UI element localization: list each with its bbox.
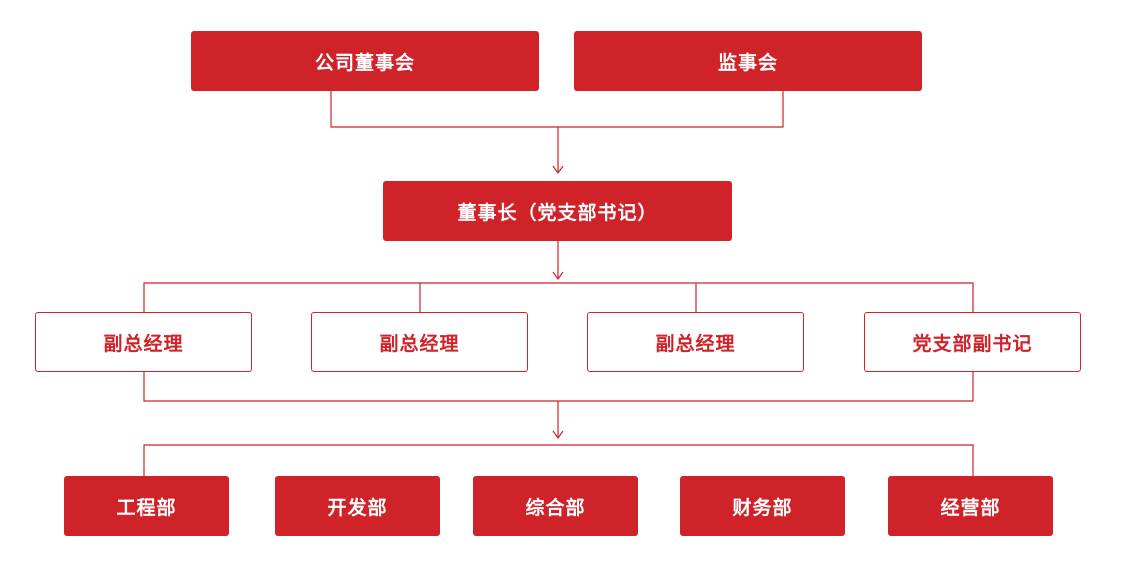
deputy-label-3: 副总经理: [655, 332, 736, 355]
department-box-2: 开发部: [275, 476, 440, 536]
board-of-directors-label: 公司董事会: [314, 51, 415, 74]
deputy-box-2: 副总经理: [311, 312, 528, 372]
department-label-4: 财务部: [732, 496, 793, 519]
connector-deputies-bottom: [143, 372, 974, 402]
department-box-4: 财务部: [680, 476, 845, 536]
deputy-label-2: 副总经理: [379, 332, 460, 355]
department-label-5: 经营部: [940, 496, 1001, 519]
connector-deputies-top: [143, 282, 974, 312]
department-box-3: 综合部: [473, 476, 638, 536]
chairman-box: 董事长（党支部书记）: [383, 181, 732, 241]
arrow-to-chairman: [552, 165, 564, 175]
connector-departments: [143, 444, 974, 476]
deputy-box-4: 党支部副书记: [864, 312, 1081, 372]
arrow-to-deputies: [552, 271, 564, 281]
department-label-2: 开发部: [327, 496, 388, 519]
department-label-3: 综合部: [525, 496, 586, 519]
deputy-label-1: 副总经理: [103, 332, 184, 355]
deputy-box-1: 副总经理: [35, 312, 252, 372]
connector-boards: [330, 91, 784, 128]
deputy-box-3: 副总经理: [587, 312, 804, 372]
supervisory-board-box: 监事会: [574, 31, 922, 91]
department-label-1: 工程部: [116, 496, 177, 519]
chairman-label: 董事长（党支部书记）: [457, 201, 658, 224]
arrow-to-departments: [552, 430, 564, 440]
department-box-5: 经营部: [888, 476, 1053, 536]
supervisory-board-label: 监事会: [717, 51, 778, 74]
board-of-directors-box: 公司董事会: [191, 31, 539, 91]
deputy-label-4: 党支部副书记: [912, 332, 1033, 355]
department-box-1: 工程部: [64, 476, 229, 536]
